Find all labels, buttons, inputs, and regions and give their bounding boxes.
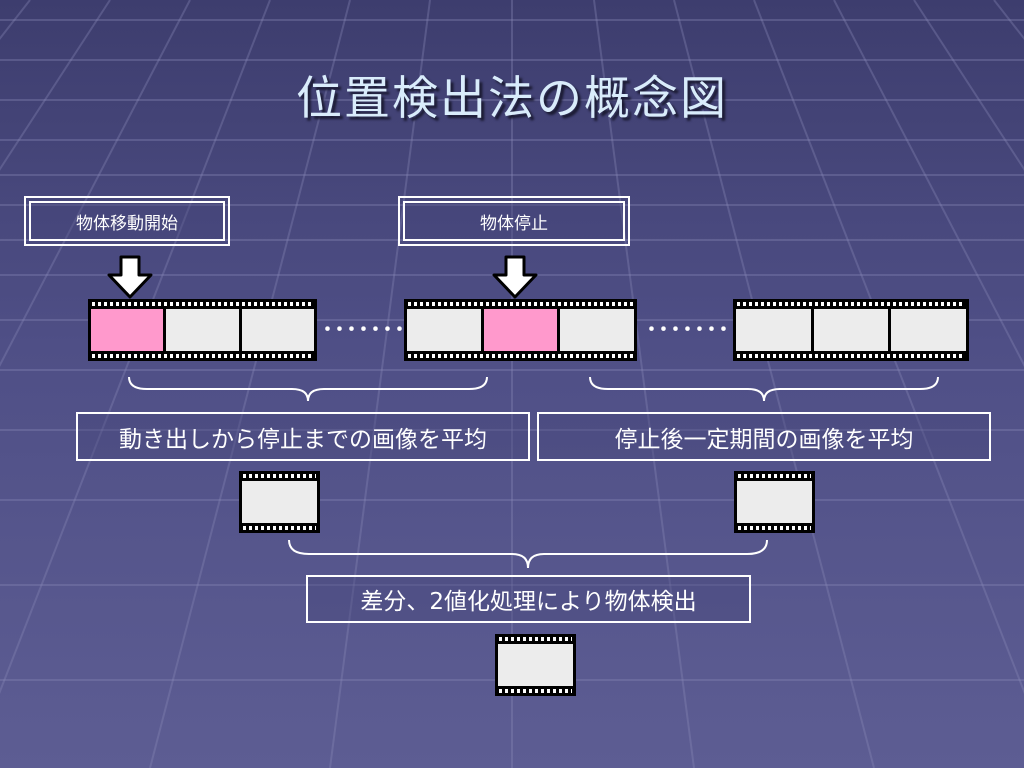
film-frame [560, 309, 635, 351]
label-average-moving: 動き出しから停止までの画像を平均 [76, 412, 530, 461]
ellipsis-dots: ･･･････ [322, 318, 407, 343]
film-frame [407, 309, 481, 351]
label-movement-start-text: 物体移動開始 [76, 213, 178, 234]
label-average-after-stop-text: 停止後一定期間の画像を平均 [614, 426, 914, 453]
label-average-moving-text: 動き出しから停止までの画像を平均 [119, 426, 487, 453]
film-frame-averaged-moving [239, 471, 320, 533]
film-frame [891, 309, 967, 351]
film-frame-result [495, 634, 576, 696]
label-average-after-stop: 停止後一定期間の画像を平均 [537, 412, 991, 461]
film-strip-stop [404, 299, 637, 361]
film-frame-highlighted [483, 309, 558, 351]
label-object-stop-text: 物体停止 [480, 213, 548, 234]
curly-brace-icon [288, 539, 768, 569]
film-frame-highlighted [91, 309, 164, 351]
film-frame [737, 481, 812, 523]
film-frame-averaged-after [734, 471, 815, 533]
ellipsis-dots: ･･･････ [646, 318, 731, 343]
film-frame [241, 309, 314, 351]
film-strip-after [733, 299, 969, 361]
film-frame [736, 309, 811, 351]
down-arrow-icon [492, 255, 538, 299]
label-movement-start: 物体移動開始 [24, 196, 230, 246]
label-detection: 差分、2値化処理により物体検出 [306, 575, 751, 623]
label-detection-text: 差分、2値化処理により物体検出 [360, 589, 697, 615]
film-frame [242, 481, 317, 523]
film-frame [166, 309, 239, 351]
page-title: 位置検出法の概念図 [296, 71, 728, 125]
label-object-stop: 物体停止 [398, 196, 630, 246]
curly-brace-icon [128, 376, 488, 402]
down-arrow-icon [107, 255, 153, 299]
film-frame [498, 644, 573, 686]
film-frame [813, 309, 889, 351]
curly-brace-icon [589, 376, 939, 402]
film-strip-start [88, 299, 317, 361]
